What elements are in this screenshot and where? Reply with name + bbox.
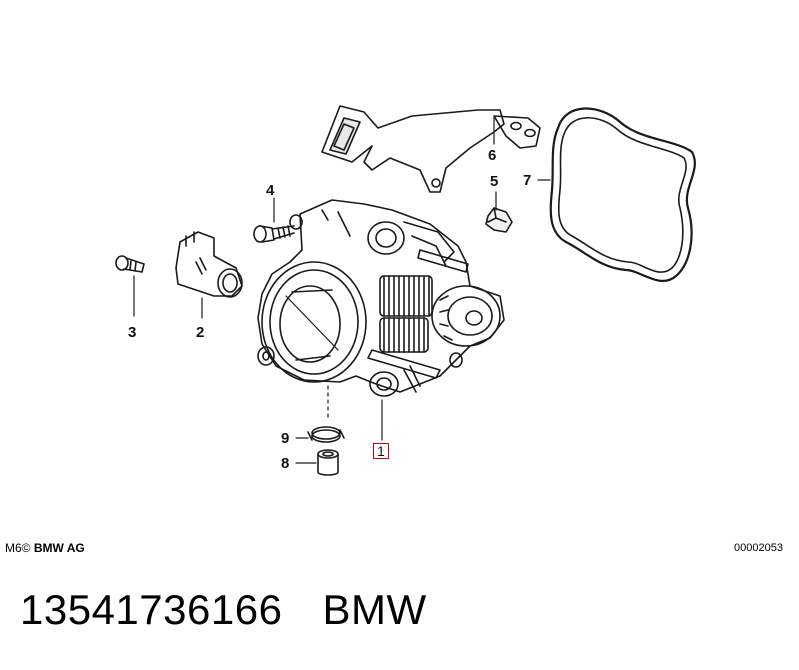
part-identifier: 13541736166 BMW	[20, 586, 427, 634]
callout-6[interactable]: 6	[488, 147, 497, 164]
hose	[317, 449, 339, 476]
screw	[115, 255, 145, 273]
throttle-body	[257, 199, 505, 397]
callout-9[interactable]: 9	[281, 430, 290, 447]
part-brand: BMW	[322, 586, 427, 633]
callout-4[interactable]: 4	[266, 182, 275, 199]
hose-clamp	[307, 426, 345, 443]
callout-8[interactable]: 8	[281, 455, 290, 472]
leader-lines	[133, 117, 551, 464]
exploded-parts-diagram	[115, 105, 696, 476]
bolt	[253, 225, 295, 243]
gasket	[549, 107, 696, 283]
callout-7[interactable]: 7	[523, 172, 532, 189]
callout-2[interactable]: 2	[196, 324, 205, 341]
company-name: BMW AG	[33, 541, 85, 555]
bracket-plate	[321, 105, 541, 193]
model-prefix: M6	[5, 541, 22, 555]
copyright-notice: M6© BMW AG	[5, 541, 85, 555]
drawing-number: 00002053	[734, 542, 783, 554]
callout-1[interactable]: 1	[373, 443, 389, 459]
part-number: 13541736166	[20, 586, 283, 633]
clip	[485, 207, 513, 233]
throttle-sensor	[175, 231, 243, 298]
callout-5[interactable]: 5	[490, 173, 499, 190]
callout-3[interactable]: 3	[128, 324, 137, 341]
copyright-symbol: ©	[21, 541, 31, 555]
